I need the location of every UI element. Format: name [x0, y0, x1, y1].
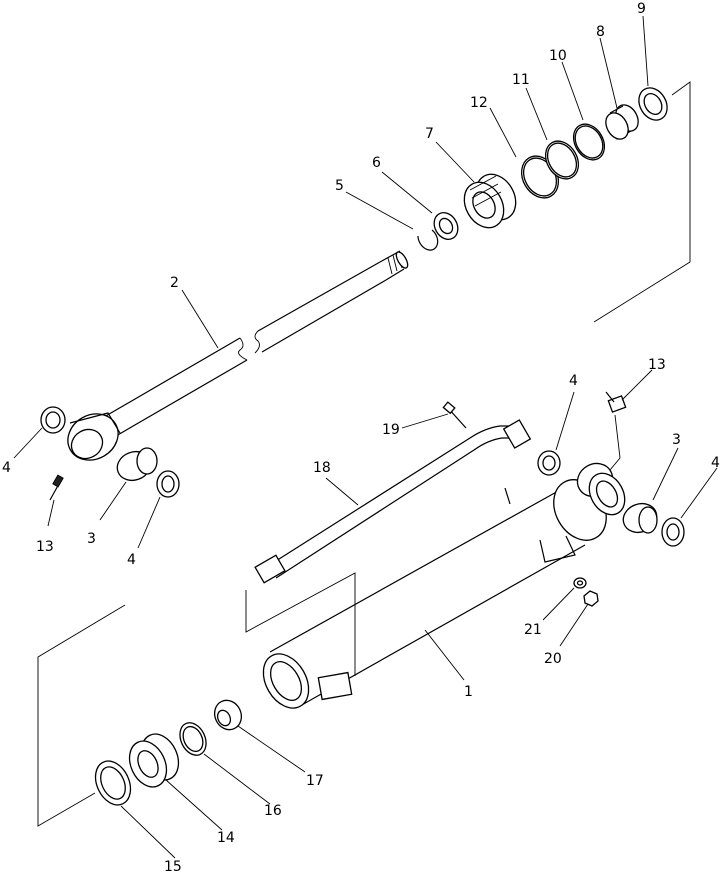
- label-11: 11: [512, 72, 530, 88]
- label-4c: 4: [569, 373, 578, 389]
- snap-ring-5: [417, 229, 439, 251]
- label-18: 18: [313, 460, 331, 476]
- gland-assembly: [417, 87, 668, 251]
- bracket-line-bottom: [37, 604, 126, 827]
- pipe-18: [254, 419, 532, 584]
- label-13a: 13: [36, 539, 54, 555]
- label-21: 21: [524, 622, 542, 638]
- label-20: 20: [544, 651, 562, 667]
- label-7: 7: [425, 126, 434, 142]
- label-4a: 4: [2, 460, 11, 476]
- label-9: 9: [637, 1, 646, 17]
- nut-20: [583, 590, 599, 607]
- bracket-line-mid: [245, 572, 356, 676]
- label-1: 1: [464, 684, 473, 700]
- bracket-line-top: [593, 81, 691, 323]
- piston-parts: [94, 699, 243, 806]
- label-5: 5: [335, 178, 344, 194]
- leader-lines: [13, 15, 718, 859]
- label-14: 14: [217, 830, 235, 846]
- label-17: 17: [306, 773, 324, 789]
- label-2: 2: [170, 275, 179, 291]
- label-13b: 13: [648, 357, 666, 373]
- cylinder-tube: [262, 462, 626, 709]
- label-10: 10: [549, 48, 567, 64]
- grease-fitting-13b: [605, 391, 627, 471]
- label-3b: 3: [672, 432, 681, 448]
- label-4b: 4: [127, 552, 136, 568]
- label-16: 16: [264, 803, 282, 819]
- label-3a: 3: [87, 531, 96, 547]
- label-4d: 4: [711, 455, 720, 471]
- label-8: 8: [596, 24, 605, 40]
- label-19: 19: [382, 422, 400, 438]
- bushing-8: [605, 112, 629, 140]
- rod-eye-bushings: [40, 406, 180, 501]
- label-12: 12: [470, 95, 488, 111]
- piston-rod: [67, 250, 409, 461]
- label-15: 15: [164, 859, 182, 872]
- label-6: 6: [372, 155, 381, 171]
